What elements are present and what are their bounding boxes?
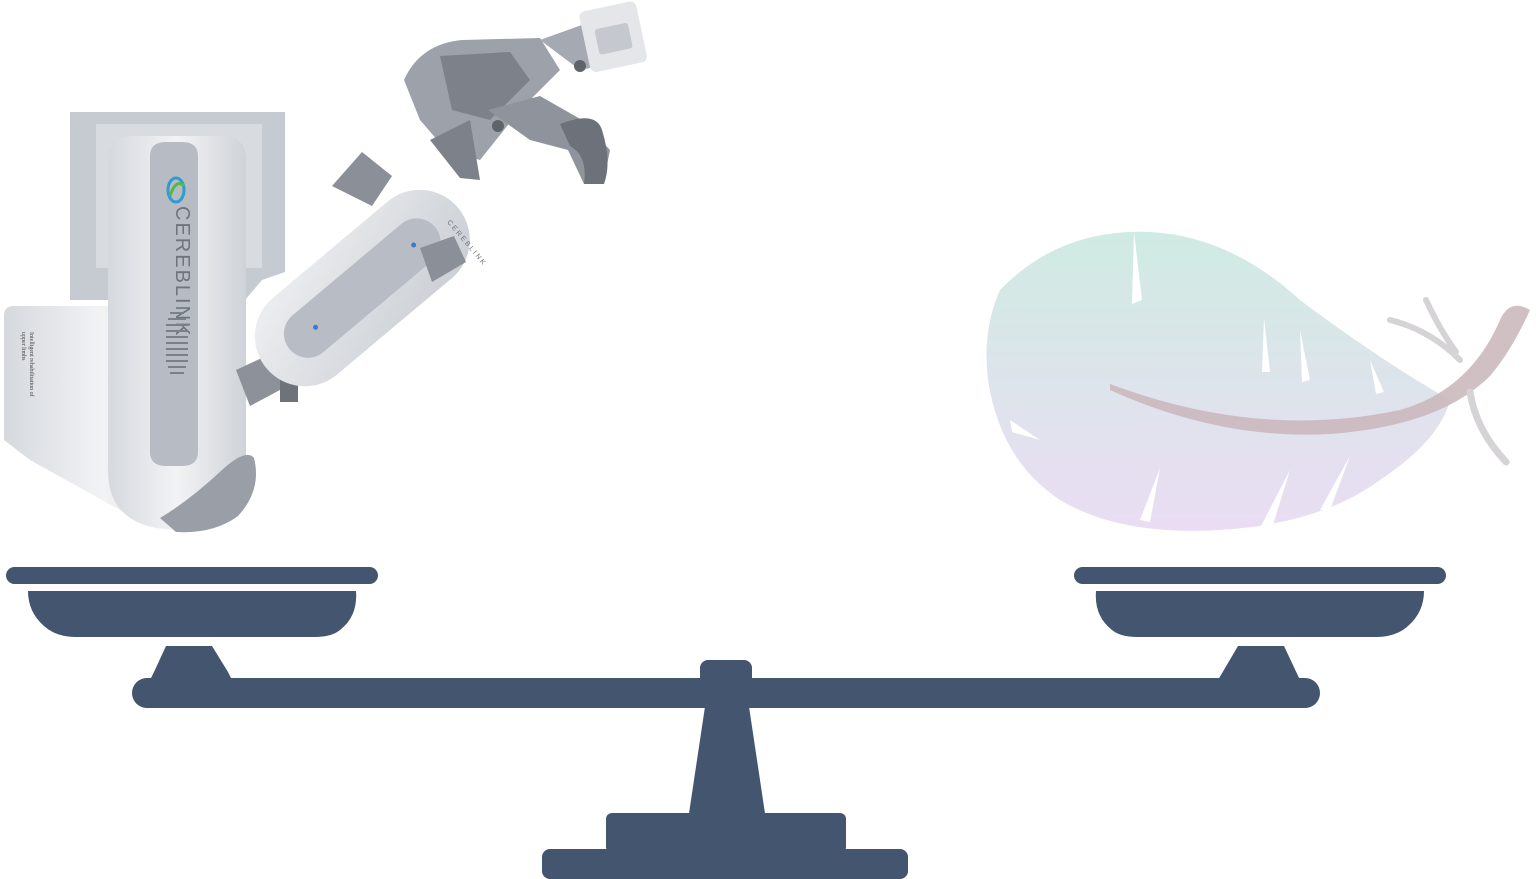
device-wheel	[160, 454, 256, 533]
scale-beam	[132, 678, 1320, 708]
scale-pivot	[700, 660, 752, 690]
feather-quill	[1110, 305, 1530, 435]
scale-base-upper	[606, 813, 846, 853]
feather	[986, 231, 1530, 531]
rehabilitation-robot: CEREBLINK Intelligent rehabilitation of …	[4, 1, 647, 533]
cereblink-logo-icon	[166, 176, 186, 204]
feather-gap	[1320, 456, 1350, 510]
left-pan-rim	[6, 567, 378, 584]
device-column-panel	[150, 142, 198, 466]
feather-gap	[1262, 318, 1270, 372]
scale-base-lower	[542, 849, 908, 879]
robot-hand	[404, 1, 647, 184]
feather-barb	[1423, 297, 1459, 355]
feather-gap	[1132, 232, 1142, 304]
scale	[6, 567, 1446, 879]
feather-gap	[1140, 468, 1160, 522]
right-pan-rim	[1074, 567, 1446, 584]
speaker-grille	[166, 312, 188, 374]
device-brand: CEREBLINK	[171, 206, 193, 337]
feather-barb	[1466, 388, 1510, 466]
arm-clamp-top	[332, 152, 392, 206]
feather-vane	[986, 231, 1450, 531]
device-caption-line2: upper limbs	[20, 332, 26, 361]
left-pan-bowl	[28, 591, 357, 637]
hand-thumb-grip	[560, 118, 608, 184]
arm-clamp-bottom	[420, 236, 466, 282]
scale-post	[688, 700, 766, 820]
feather-gap	[1300, 330, 1310, 382]
right-pan-bowl	[1095, 591, 1424, 637]
left-pan-support	[150, 646, 232, 680]
device-caption-line1: Intelligent rehabilitation of	[28, 332, 35, 397]
arm-bolt	[280, 380, 298, 402]
feather-gap	[1260, 470, 1290, 528]
feather-gap	[1010, 420, 1040, 440]
feather-gap	[1370, 360, 1384, 394]
right-pan-support	[1218, 646, 1300, 680]
feather-barb	[1387, 317, 1463, 363]
